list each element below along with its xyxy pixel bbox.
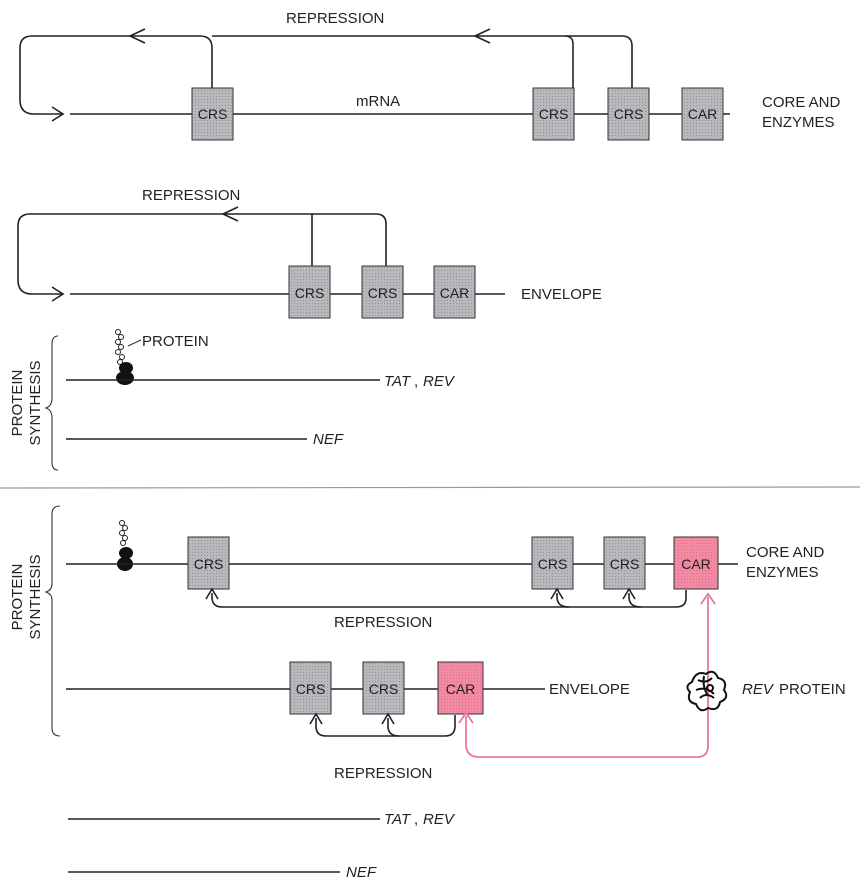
svg-text:,: , — [414, 373, 418, 390]
top-row1: REPRESSION mRNA CRS CRS CRS CAR CORE AND… — [19, 10, 841, 141]
protein-synthesis-label-line1: PROTEIN — [9, 370, 26, 437]
svg-text:,: , — [414, 811, 418, 828]
crs-box — [603, 536, 646, 590]
arrowhead-up-icon — [622, 587, 636, 600]
crs-box — [532, 87, 575, 141]
rev-label: REV — [423, 373, 456, 390]
bottom-row2: CRS CRS CAR ENVELOPE REPRESSION — [66, 661, 630, 782]
arrowhead-up-icon — [309, 712, 323, 725]
envelope-label: ENVELOPE — [549, 681, 630, 698]
repression-branch-path — [564, 35, 574, 88]
protein-label: PROTEIN — [142, 333, 209, 350]
crs-box — [531, 536, 574, 590]
crs-box — [288, 265, 331, 319]
protein-label: PROTEIN — [779, 681, 846, 698]
repression-branch-path — [556, 593, 570, 608]
car-box-active — [437, 661, 484, 715]
top-row2: REPRESSION CRS CRS CAR ENVELOPE — [17, 187, 602, 319]
protein-synthesis-label-line2: SYNTHESIS — [27, 360, 44, 445]
car-box — [433, 265, 476, 319]
repression-branch-path — [387, 718, 400, 737]
car-label: CAR — [440, 285, 470, 301]
crs-label: CRS — [610, 556, 640, 572]
crs-box — [187, 536, 230, 590]
repression-loop-path — [19, 35, 213, 115]
repression-label: REPRESSION — [286, 10, 384, 27]
crs-label: CRS — [369, 681, 399, 697]
arrowhead-left-icon — [473, 28, 491, 44]
arrowhead-left-icon — [221, 206, 239, 222]
protein-pointer — [127, 339, 142, 347]
bottom-row1: CRS CRS CRS CAR CORE AND ENZYMES REPRESS… — [66, 520, 825, 631]
core-and-label: CORE AND — [746, 544, 825, 561]
arrowhead-up-icon — [550, 587, 564, 600]
nef-label: NEF — [313, 431, 344, 448]
brace — [44, 505, 61, 737]
car-label: CAR — [688, 106, 718, 122]
car-box-active — [673, 536, 719, 590]
protein-synthesis-label-line1: PROTEIN — [9, 564, 26, 631]
protein-synthesis-label-line2: SYNTHESIS — [27, 554, 44, 639]
repression-label: REPRESSION — [334, 765, 432, 782]
enzymes-label: ENZYMES — [746, 564, 819, 581]
crs-label: CRS — [194, 556, 224, 572]
rev-label: REV — [742, 681, 775, 698]
car-label: CAR — [446, 681, 476, 697]
ribosome-icon — [117, 520, 133, 571]
crs-label: CRS — [538, 556, 568, 572]
crs-box — [191, 87, 234, 141]
repression-path — [211, 590, 687, 608]
crs-box — [607, 87, 650, 141]
repression-branch-path — [212, 35, 633, 88]
top-section: REPRESSION mRNA CRS CRS CRS CAR CORE AND… — [9, 10, 841, 471]
top-protein-synthesis: PROTEIN SYNTHESIS PROTEIN TAT , REV NE — [9, 329, 456, 471]
car-box — [681, 87, 724, 141]
crs-label: CRS — [296, 681, 326, 697]
crs-label: CRS — [614, 106, 644, 122]
tat-label: TAT — [384, 811, 412, 828]
repression-path — [315, 715, 456, 737]
crs-label: CRS — [198, 106, 228, 122]
crs-box — [289, 661, 332, 715]
tat-label: TAT — [384, 373, 412, 390]
arrowhead-right-icon — [51, 286, 65, 302]
envelope-label: ENVELOPE — [521, 286, 602, 303]
mrna-label: mRNA — [356, 93, 400, 110]
repression-branch-path — [628, 593, 642, 608]
crs-label: CRS — [539, 106, 569, 122]
crs-label: CRS — [368, 285, 398, 301]
enzymes-label: ENZYMES — [762, 114, 835, 131]
crs-label: CRS — [295, 285, 325, 301]
pink-arrowhead-up-icon — [700, 592, 716, 605]
arrowhead-left-icon — [128, 28, 146, 44]
crs-box — [362, 661, 405, 715]
bottom-section: PROTEIN SYNTHESIS CRS CRS CRS CAR CORE A… — [9, 505, 846, 881]
brace — [44, 335, 59, 471]
repression-label: REPRESSION — [142, 187, 240, 204]
arrowhead-up-icon — [205, 587, 219, 600]
car-label: CAR — [681, 556, 711, 572]
nef-label: NEF — [346, 864, 377, 881]
rev-protein-pathway: REV PROTEIN — [458, 592, 846, 758]
repression-loop-path — [17, 213, 313, 295]
bottom-other-transcripts: TAT , REV NEF — [68, 811, 456, 881]
rev-protein-icon — [686, 670, 728, 712]
core-and-label: CORE AND — [762, 94, 841, 111]
arrowhead-right-icon — [51, 106, 65, 122]
pink-arrowhead-up-icon — [458, 711, 474, 724]
rev-label: REV — [423, 811, 456, 828]
crs-box — [361, 265, 404, 319]
ribosome-icon — [115, 329, 134, 385]
arrowhead-up-icon — [381, 712, 395, 725]
section-divider — [0, 486, 860, 489]
rev-activation-path — [465, 597, 709, 758]
repression-label: REPRESSION — [334, 614, 432, 631]
repression-branch-path — [312, 213, 387, 266]
